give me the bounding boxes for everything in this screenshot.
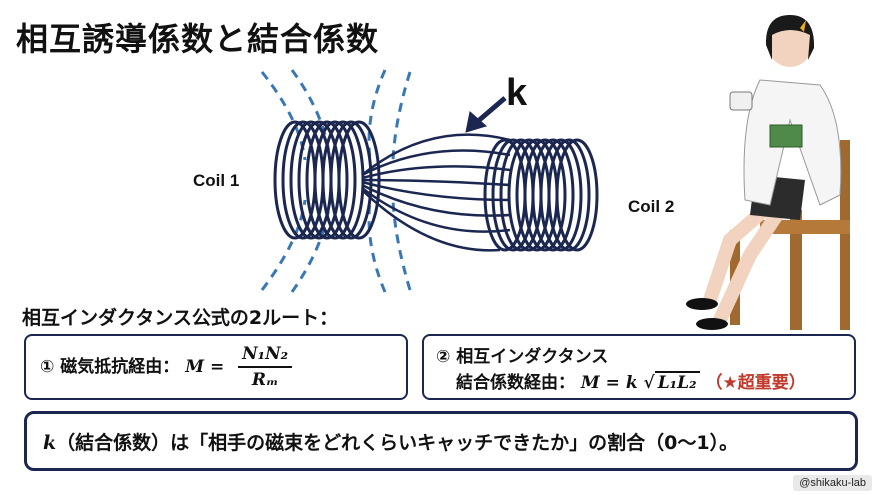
route-1-formula: ① 磁気抵抗経由： M = N₁N₂ Rₘ	[40, 344, 293, 390]
route-2-formula: 結合係数経由： M = k √L₁L₂ （★超重要）	[456, 368, 806, 393]
coil-2-label: Coil 2	[628, 197, 675, 216]
coil-1-label: Coil 1	[193, 171, 240, 190]
summary-text: （結合係数）は「相手の磁束をどれくらいキャッチできたか」の割合（0〜1）。	[56, 432, 739, 454]
route-1-label: ① 磁気抵抗経由：	[40, 357, 180, 377]
route-2-label-line1: ② 相互インダクタンス	[436, 347, 609, 367]
section-heading: 相互インダクタンス公式の2ルート：	[22, 307, 339, 329]
summary-sentence: k（結合係数）は「相手の磁束をどれくらいキャッチできたか」の割合（0〜1）。	[43, 428, 738, 455]
route-1-fraction: N₁N₂ Rₘ	[238, 344, 293, 390]
route-2-lhs: M = k	[580, 373, 638, 393]
summary-box: k（結合係数）は「相手の磁束をどれくらいキャッチできたか」の割合（0〜1）。	[24, 411, 858, 471]
route-1-lhs: M =	[185, 357, 225, 377]
route-2-emphasis: （★超重要）	[705, 373, 806, 393]
character-illustration	[686, 15, 850, 330]
route-2-box: ② 相互インダクタンス 結合係数経由： M = k √L₁L₂ （★超重要）	[422, 334, 856, 400]
coupling-field-lines	[361, 133, 511, 252]
route-1-numerator: N₁N₂	[238, 344, 293, 368]
credit-tag: @shikaku-lab	[793, 475, 872, 491]
page-title: 相互誘導係数と結合係数	[16, 20, 380, 58]
k-arrow	[465, 96, 507, 133]
route-2-label-line2: 結合係数経由：	[456, 373, 575, 393]
route-1-box: ① 磁気抵抗経由： M = N₁N₂ Rₘ	[24, 334, 408, 400]
sqrt-symbol: √	[643, 373, 655, 393]
route-1-denominator: Rₘ	[251, 370, 279, 390]
route-2-radicand: L₁L₂	[654, 371, 700, 393]
summary-symbol: k	[43, 432, 57, 454]
k-label: k	[506, 72, 528, 114]
coil-2	[483, 138, 599, 252]
